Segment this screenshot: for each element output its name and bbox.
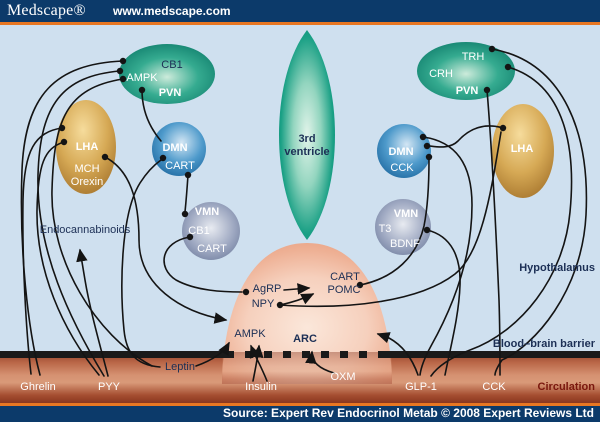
pathway-pvn-right-glp1	[430, 66, 573, 377]
pathway-pyy-pvn-left	[37, 70, 121, 377]
pathway-ghrelin-pvn-left	[20, 60, 124, 376]
medscape-url: www.medscape.com	[113, 4, 231, 18]
lha-left-orexin-label: Orexin	[70, 176, 104, 188]
source-credit: Source: Expert Rev Endocrinol Metab © 20…	[223, 406, 594, 420]
lha-right-name-label: LHA	[510, 143, 534, 155]
vmn-left-cart-label: CART	[197, 243, 227, 255]
pvn-left-cb1-label: CB1	[161, 59, 183, 71]
lha-left-mch-label: MCH	[74, 163, 100, 175]
signal-pathways	[20, 48, 588, 382]
footer-bar: Source: Expert Rev Endocrinol Metab © 20…	[0, 403, 600, 422]
hypothalamus-label: Hypothalamus	[519, 262, 595, 274]
pathway-vmn-right-circulation	[426, 229, 461, 376]
dmn-right-cck-label: CCK	[390, 162, 414, 174]
pathway-insulin-arc-arrow2	[249, 344, 268, 382]
dmn-right-nucleus	[377, 124, 431, 178]
pathway-leptin-dmn-left	[121, 159, 162, 368]
pvn-left-name-label: PVN	[158, 87, 182, 99]
ghrelin-label: Ghrelin	[20, 381, 56, 393]
leptin-label: Leptin	[165, 361, 195, 373]
pathway-endocannabinoids-arrow	[76, 248, 109, 377]
vmn-left-cb1-label: CB1	[188, 225, 210, 237]
attachment-dots	[58, 45, 512, 309]
pathway-npy-lha-right	[279, 131, 502, 308]
pathway-lha-arc-arrow	[104, 156, 228, 324]
header-bar: Medscape® www.medscape.com	[0, 0, 600, 25]
pathway-agrp-pomc-arrow	[283, 283, 311, 295]
pathway-leptin-pvn-ampk	[51, 78, 153, 367]
pvn-right-crh-label: CRH	[429, 68, 453, 80]
pvn-left-ampk-label: AMPK	[126, 72, 158, 84]
pvn-right-nucleus	[417, 42, 515, 100]
ventricle-label-line2: ventricle	[284, 146, 330, 158]
pvn-right-trh-label: TRH	[461, 51, 485, 63]
oxm-label: OXM	[330, 371, 356, 383]
dmn-left-name-label: DMN	[162, 142, 188, 154]
vmn-right-t3-label: T3	[378, 223, 392, 235]
pathway-dmn-vmn-left	[184, 174, 189, 213]
pathway-npy-pomc-arrow	[279, 293, 315, 306]
pathway-oxm-arc-arrow	[305, 350, 335, 374]
pathway-ghrelin-lha-left	[22, 127, 63, 375]
dmn-left-nucleus	[152, 122, 206, 176]
third-ventricle-shape	[279, 30, 335, 240]
lha-left-nucleus	[56, 100, 116, 194]
endocannabinoids-label: Endocannabinoids	[39, 224, 131, 236]
vmn-right-nucleus	[375, 199, 431, 255]
pathway-pyy-lha-left	[36, 141, 100, 376]
dmn-right-name-label: DMN	[388, 146, 414, 158]
pathway-vmn-agrp	[163, 236, 243, 293]
pathway-pvn-dmn-left	[141, 89, 162, 142]
vmn-left-nucleus	[182, 202, 240, 260]
pathway-pvn-right-cck	[486, 89, 501, 376]
vmn-right-name-label: VMN	[393, 208, 419, 220]
arc-npy-label: NPY	[251, 298, 275, 310]
arc-name-label: ARC	[293, 333, 317, 345]
pathway-leptin-arc-arrow	[195, 341, 230, 367]
vmn-right-bdnf-label: BDNF	[390, 238, 420, 250]
insulin-label: Insulin	[245, 381, 277, 393]
lha-right-nucleus	[492, 104, 554, 198]
arc-cart-label: CART	[330, 271, 360, 283]
arc-pomc-label: POMC	[327, 284, 361, 296]
vmn-left-name-label: VMN	[194, 206, 220, 218]
pathway-lha-right-dmn-right	[429, 125, 504, 148]
blood-brain-barrier-dashes	[226, 351, 386, 358]
arc-ampk-label: AMPK	[234, 328, 266, 340]
medscape-logo: Medscape®	[7, 2, 86, 19]
dmn-left-cart-label: CART	[165, 160, 195, 172]
arc-nucleus-shape	[222, 243, 392, 384]
ventricle-label-line1: 3rd	[298, 133, 316, 145]
pathway-dmn-right-glp1	[419, 136, 473, 376]
circulation-label: Circulation	[537, 381, 595, 393]
pathway-glp1-arc-arrow	[376, 332, 419, 376]
lha-left-name-label: LHA	[75, 141, 99, 153]
cck-label: CCK	[482, 381, 506, 393]
pathway-pomc-dmn-right	[359, 158, 430, 286]
pyy-label: PYY	[97, 381, 121, 393]
blood-brain-barrier-label: Blood–brain barrier	[492, 338, 595, 350]
glp1-label: GLP-1	[405, 381, 437, 393]
pvn-right-name-label: PVN	[455, 85, 479, 97]
arc-agrp-label: AgRP	[252, 283, 282, 295]
